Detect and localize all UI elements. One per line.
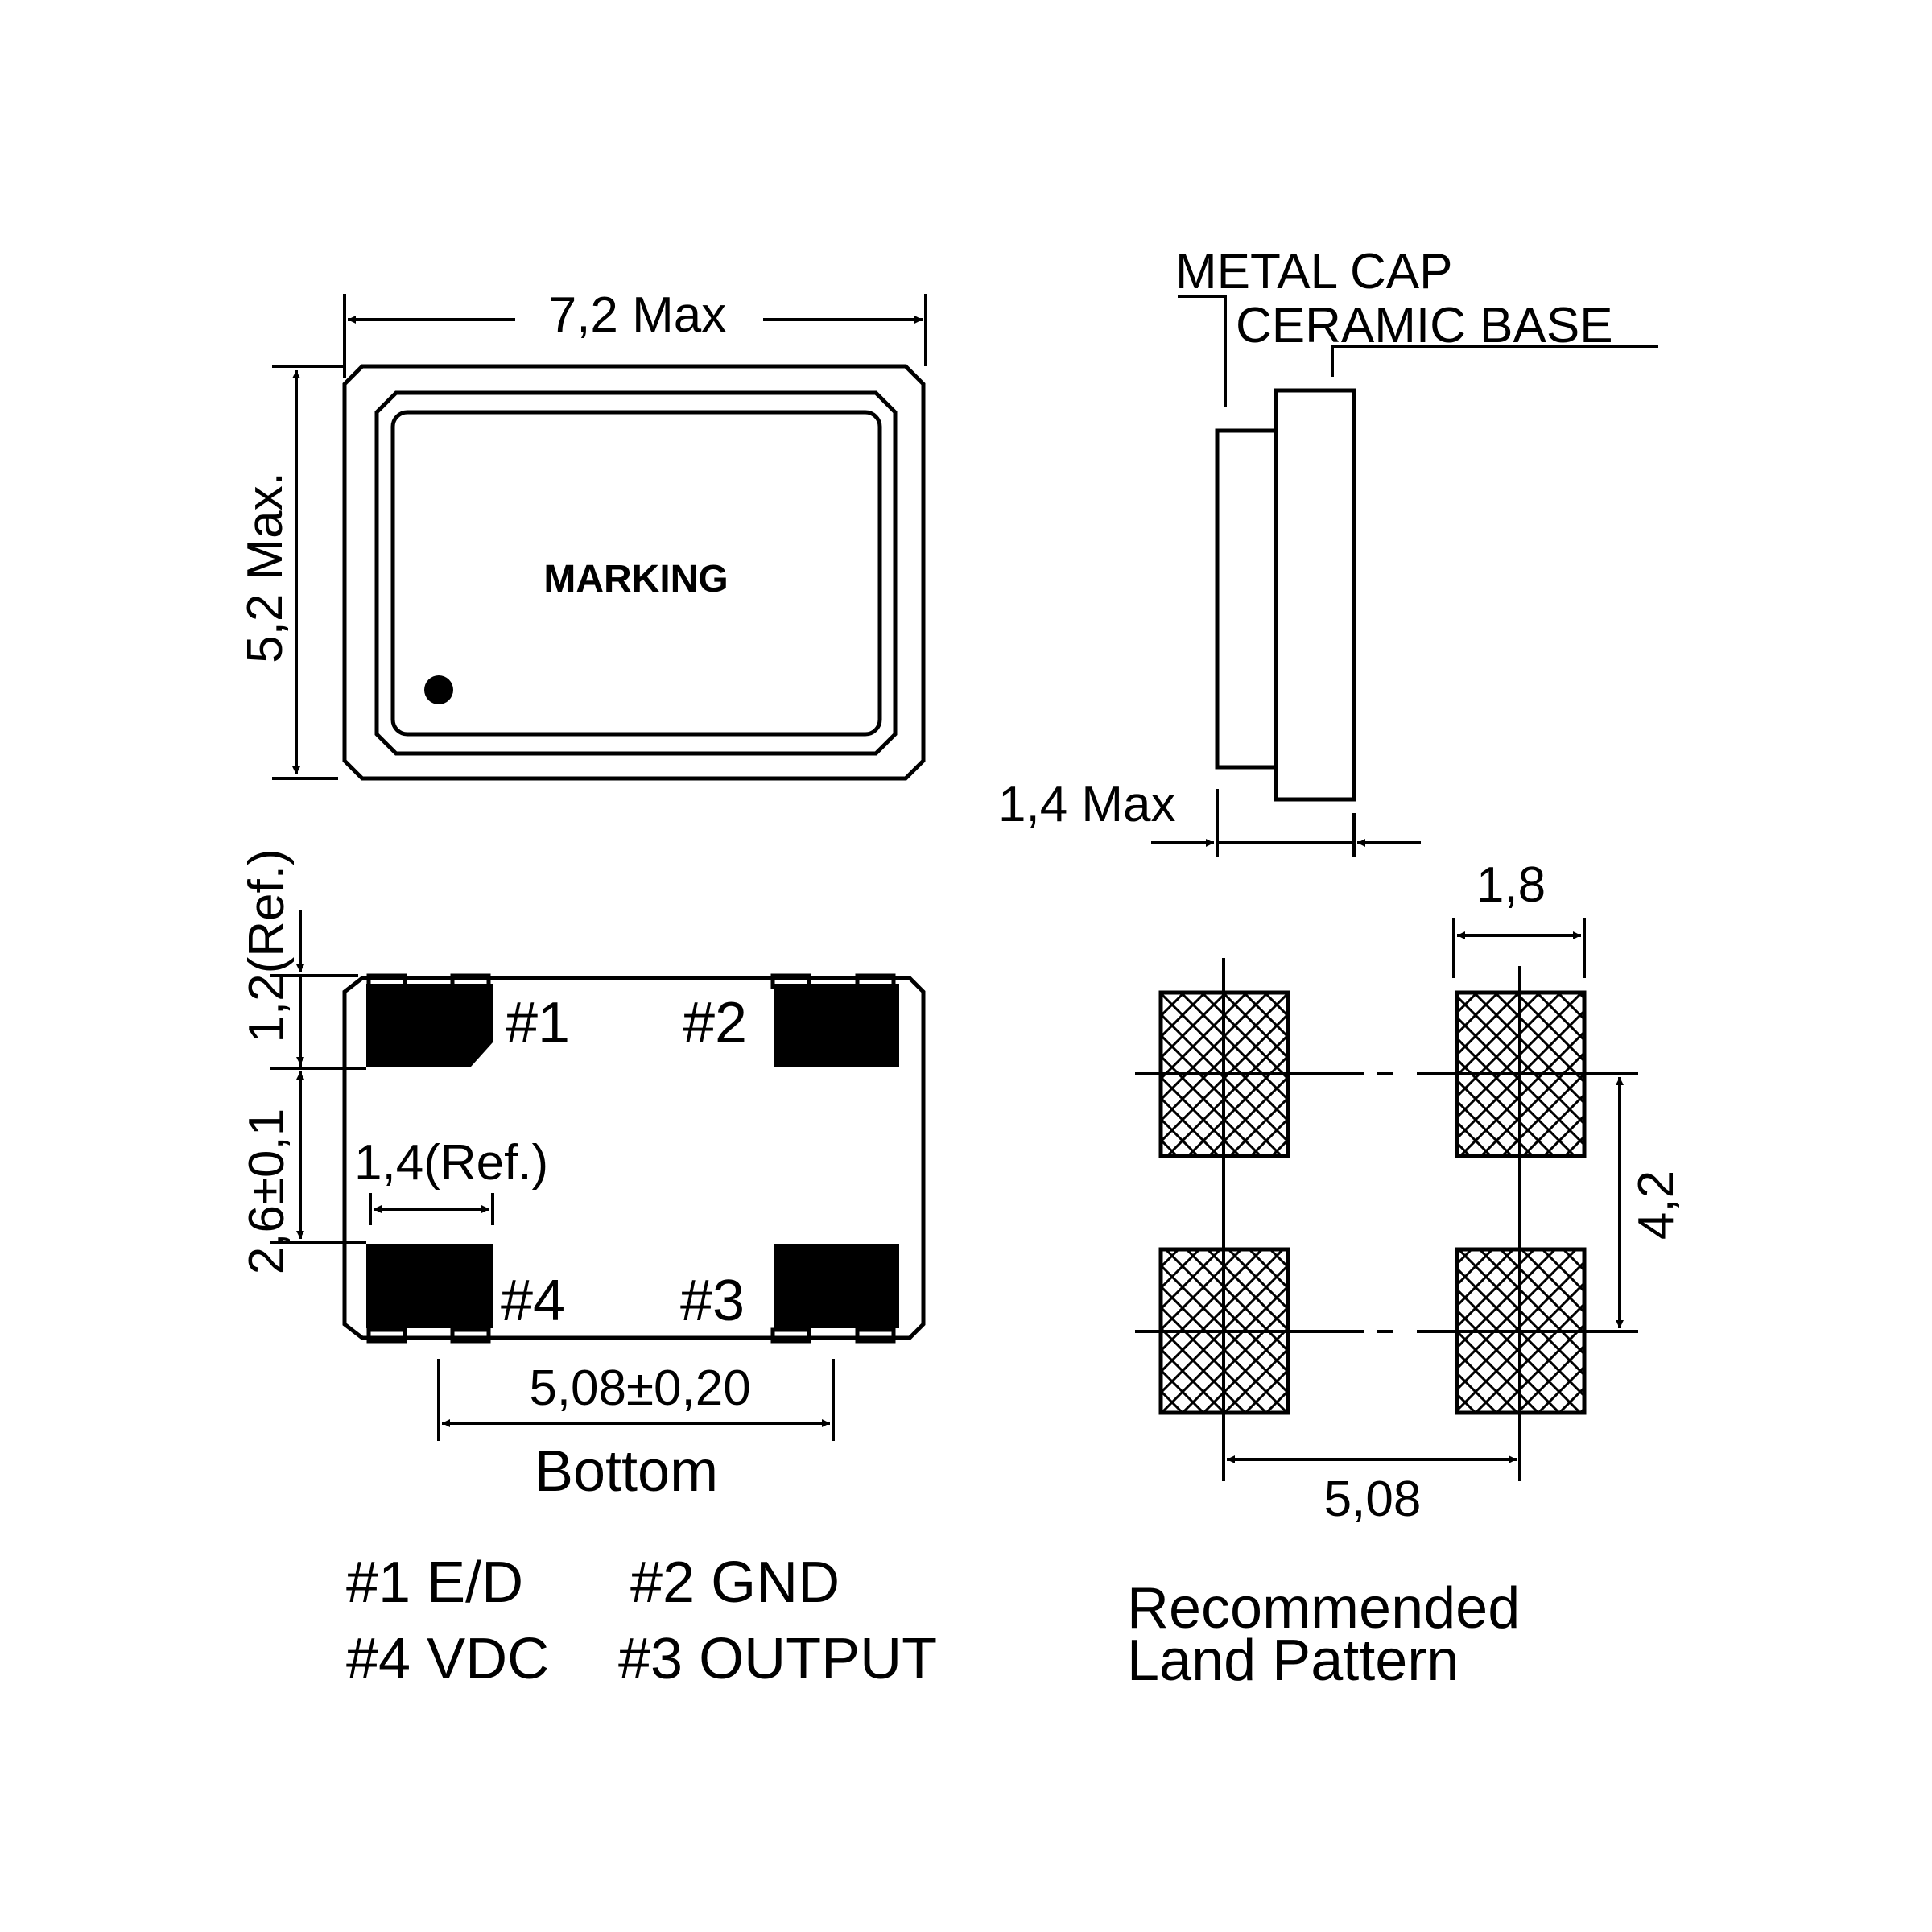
land-pattern: 1,8 4,2 5,08 Recommended Land Pattern	[1127, 857, 1684, 1693]
vertical-pitch-label: 2,6±0,1	[239, 1108, 295, 1274]
legend-pin2: #2 GND	[630, 1550, 840, 1615]
land-horizontal-pitch-label: 5,08	[1324, 1472, 1422, 1527]
marking-label: MARKING	[543, 558, 728, 601]
cap-outline	[374, 390, 898, 756]
height-dim-label: 5,2 Max.	[237, 472, 293, 663]
pin-number-3: #3	[680, 1269, 745, 1333]
land-vertical-pitch-label: 4,2	[1629, 1170, 1684, 1240]
metal-cap-label: METAL CAP	[1175, 244, 1453, 299]
pin-number-4: #4	[501, 1269, 565, 1333]
width-dim-label: 7,2 Max	[549, 287, 727, 343]
horizontal-pitch-label: 5,08±0,20	[529, 1360, 750, 1416]
ceramic-base-leader	[1331, 345, 1658, 377]
side-view: METAL CAP CERAMIC BASE 1,4 Max	[998, 244, 1658, 857]
ceramic-base-body	[1274, 388, 1356, 802]
metal-cap-body	[1215, 428, 1278, 770]
pad-1	[366, 984, 493, 1067]
pin1-indicator-dot	[424, 675, 453, 704]
marking-area	[390, 410, 882, 737]
legend-pin4: #4 VDC	[346, 1627, 549, 1691]
legend-pin3: #3 OUTPUT	[618, 1627, 937, 1691]
bottom-view: #1 #2 #4 #3 1,2(Ref.) 2,6±0,1 1,4(Ref.) …	[239, 848, 926, 1504]
pad-width-label: 1,4(Ref.)	[354, 1135, 548, 1191]
pad-height-label: 1,2(Ref.)	[239, 848, 295, 1042]
land-pattern-caption-line2: Land Pattern	[1127, 1629, 1459, 1693]
pin-number-1: #1	[506, 991, 570, 1055]
bottom-view-caption: Bottom	[535, 1439, 718, 1504]
land-pad-width-label: 1,8	[1476, 857, 1546, 913]
legend-pin1: #1 E/D	[346, 1550, 523, 1615]
pad-3	[774, 1244, 899, 1328]
metal-cap-leader	[1178, 295, 1227, 407]
pad-2	[774, 984, 899, 1067]
package-outline	[342, 364, 926, 781]
pin-number-2: #2	[683, 991, 747, 1055]
top-view: MARKING 7,2 Max 5,2 Max.	[237, 287, 927, 781]
pin-legend: #1 E/D #2 GND #4 VDC #3 OUTPUT	[346, 1550, 937, 1691]
ceramic-base-label: CERAMIC BASE	[1236, 298, 1613, 353]
pad-4	[366, 1244, 493, 1328]
thickness-label: 1,4 Max	[998, 777, 1176, 832]
land-pattern-caption-line1: Recommended	[1127, 1576, 1520, 1641]
bottom-package-outline	[342, 976, 926, 1340]
